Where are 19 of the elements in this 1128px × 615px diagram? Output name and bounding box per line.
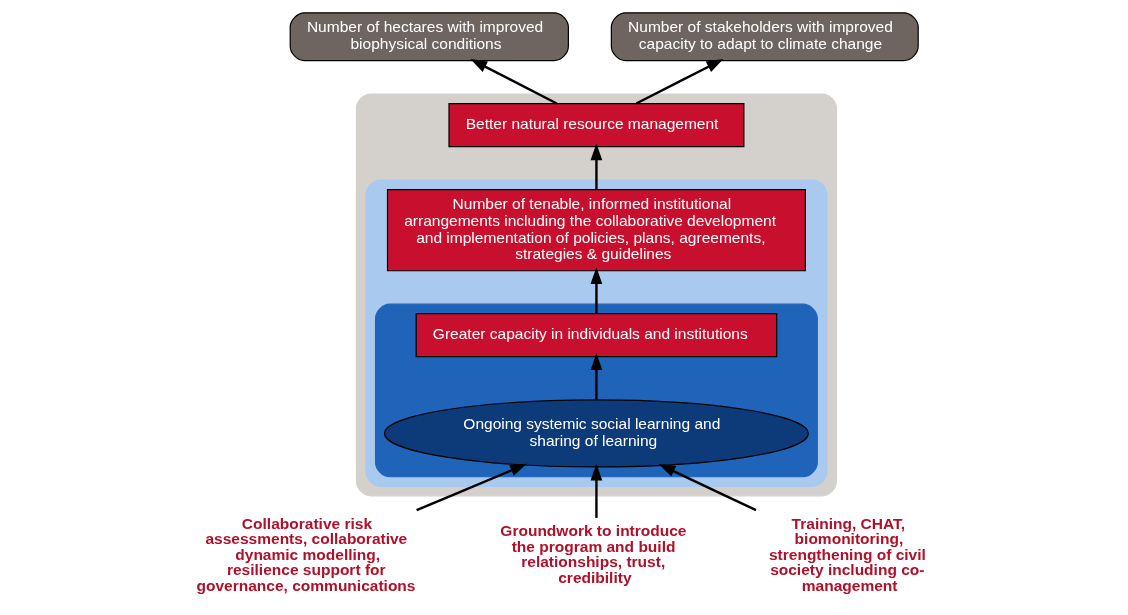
node-text: Training, CHAT, biomonitoring, strengthening of civil society including co-management (768, 514, 926, 594)
node-text: Collaborative risk assessments, collaborative dynamic modelling, resilience support for governance, communications (195, 514, 415, 594)
arrow (658, 464, 757, 512)
arrow (590, 267, 602, 314)
node-box: Greater capacity in individuals and institutions (415, 313, 777, 358)
node-box: Number of hectares with improved biophysical conditions (289, 12, 569, 62)
cluster (355, 93, 837, 497)
arrow (590, 353, 602, 400)
cluster (364, 179, 827, 487)
arrow (415, 463, 527, 512)
arrow (469, 59, 557, 105)
arrow (590, 143, 602, 190)
node-box: Number of stakeholders with improved capacity to adapt to climate change (610, 12, 919, 62)
node-box: Better natural resource management (447, 103, 744, 148)
node-text: Groundwork to introduce the program and build relationships, trust, credibility (499, 522, 687, 586)
node-ellipse: Ongoing systemic social learning and sharing of learning (383, 399, 809, 468)
arrow (635, 59, 723, 105)
arrow (590, 463, 602, 518)
node-box: Number of tenable, informed institutional arrangements including the collaborative development and implementation of policies, plans, agreements, strategies & guidelines (386, 188, 806, 272)
